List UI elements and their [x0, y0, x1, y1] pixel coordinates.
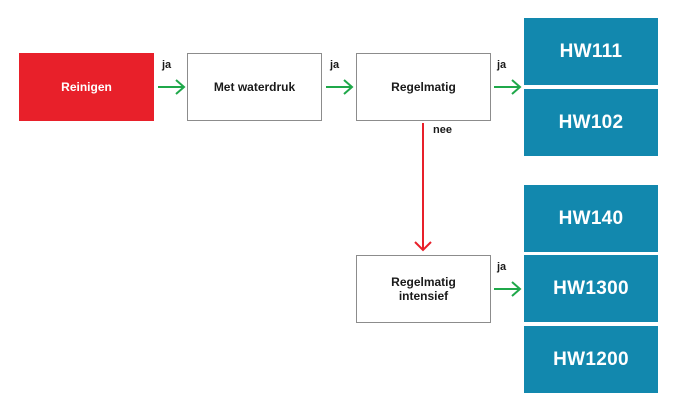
node-regelmatig-intensief: Regelmatig intensief: [356, 255, 491, 323]
product-hw102: HW102: [524, 89, 658, 156]
node-reinigen: Reinigen: [19, 53, 154, 121]
node-intensief-label-line1: Regelmatig: [391, 275, 456, 289]
node-reinigen-label: Reinigen: [61, 80, 112, 94]
edge-label-yes-1: ja: [162, 59, 172, 71]
product-hw1200-label: HW1200: [553, 348, 629, 370]
arrow-reinigen-to-waterdruk: [158, 79, 186, 95]
product-hw102-label: HW102: [558, 111, 624, 133]
edge-label-yes-4: ja: [497, 261, 507, 273]
node-met-waterdruk-label: Met waterdruk: [213, 80, 296, 94]
node-regelmatig-label: Regelmatig: [391, 80, 456, 94]
product-hw1300: HW1300: [524, 255, 658, 322]
product-hw111: HW111: [524, 18, 658, 85]
arrow-waterdruk-to-regelmatig: [326, 79, 354, 95]
node-met-waterdruk: Met waterdruk: [187, 53, 322, 121]
node-regelmatig: Regelmatig: [356, 53, 491, 121]
node-intensief-label-line2: intensief: [398, 289, 449, 303]
product-hw1300-label: HW1300: [553, 277, 629, 299]
edge-label-no: nee: [433, 124, 452, 136]
edge-label-yes-2: ja: [330, 59, 340, 71]
arrow-regelmatig-to-intensief: [414, 123, 432, 252]
product-hw140: HW140: [524, 185, 658, 252]
product-hw140-label: HW140: [558, 207, 624, 229]
product-hw111-label: HW111: [559, 40, 623, 62]
product-hw1200: HW1200: [524, 326, 658, 393]
arrow-intensief-to-group2: [494, 281, 522, 297]
arrow-regelmatig-to-group1: [494, 79, 522, 95]
edge-label-yes-3: ja: [497, 59, 507, 71]
